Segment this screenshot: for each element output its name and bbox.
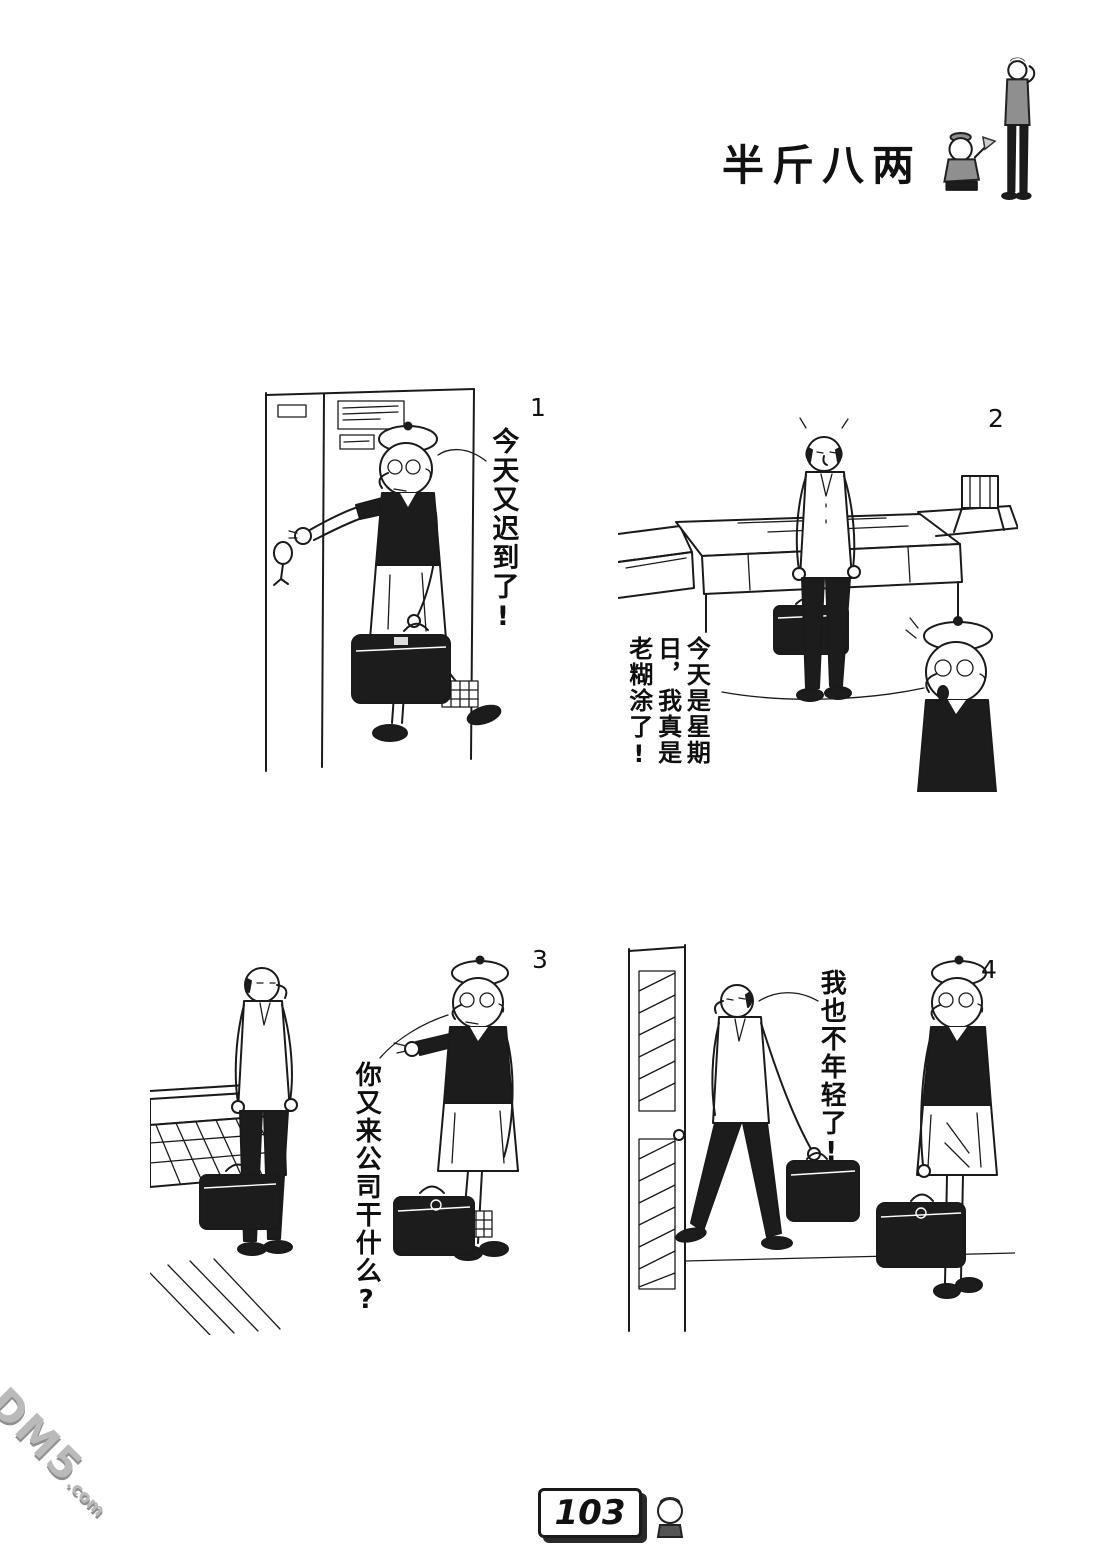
old-man-figure [876, 955, 998, 1299]
mascot-old-man-icon [943, 132, 997, 191]
comic-panel-3: 3 你又来公司干什么? [150, 943, 550, 1335]
tall-man-figure [792, 417, 861, 702]
footer-character-icon [656, 1496, 684, 1538]
briefcase-icon [351, 622, 451, 704]
page-title: 半斤八两 [722, 141, 923, 190]
panel-4-drawing [628, 944, 1015, 1332]
page-number: 103 [538, 1488, 642, 1538]
old-man-figure [393, 955, 519, 1261]
panel-number: 2 [988, 404, 1004, 433]
panel-3-drawing [150, 955, 519, 1335]
comic-panel-2: 2 今天是星期日，我真是老糊涂了! [618, 392, 1018, 792]
comic-panel-1: 1 今天又迟到了! [150, 385, 550, 775]
panel-number: 4 [981, 955, 997, 984]
panel-1-drawing [265, 388, 502, 772]
speech-text: 你又来公司干什么? [351, 1061, 382, 1317]
briefcase-icon [393, 1185, 475, 1256]
panel-2-drawing [618, 417, 1018, 792]
door-drawing [628, 944, 686, 1332]
comic-panel-4: 4 我也不年轻了! [615, 943, 1015, 1335]
page-footer: 103 [538, 1488, 688, 1538]
briefcase-icon [786, 1152, 860, 1222]
tall-man-figure [675, 984, 860, 1250]
speech-tail [721, 687, 925, 700]
watermark: DM5.com [0, 1378, 126, 1524]
watermark-suffix: .com [62, 1474, 109, 1521]
old-man-figure [905, 616, 997, 792]
door-drawing [265, 388, 475, 772]
panel-number: 1 [530, 393, 546, 422]
briefcase-icon [199, 1163, 281, 1230]
speech-tail [437, 449, 487, 462]
speech-tail [758, 992, 819, 1002]
mascot-tall-man-icon [1001, 57, 1036, 200]
panel-number: 3 [532, 945, 548, 974]
old-man-figure [288, 421, 502, 742]
speech-tail [379, 1014, 449, 1059]
briefcase-icon [876, 1193, 966, 1268]
title-mascot-icon [943, 57, 1036, 200]
floor-hatch [150, 1258, 281, 1335]
speech-text: 今天又迟到了! [487, 427, 519, 634]
watermark-main: DM5 [0, 1378, 94, 1492]
speech-text: 今天是星期日，我真是老糊涂了! [624, 636, 711, 770]
speech-text: 我也不年轻了! [816, 969, 847, 1169]
